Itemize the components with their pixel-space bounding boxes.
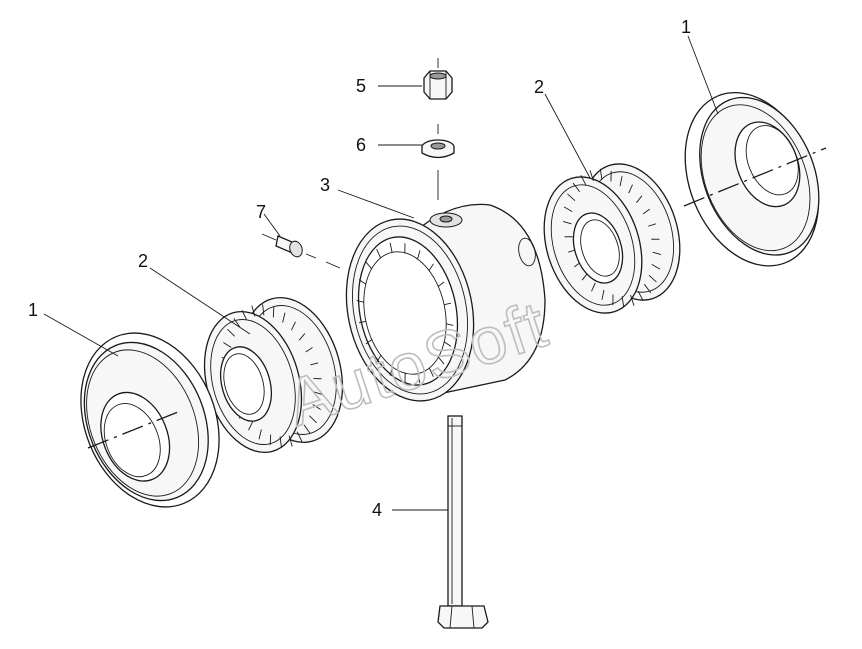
gear-tooth xyxy=(580,174,587,186)
right-side-gear xyxy=(543,163,681,314)
gear-tooth xyxy=(652,251,662,256)
left-cup-axis xyxy=(87,411,179,449)
gear-tooth xyxy=(309,415,317,424)
gear-tooth xyxy=(272,306,275,318)
callout-6: 6 xyxy=(356,135,366,155)
leader-2-left xyxy=(149,267,251,335)
gear-tooth xyxy=(648,274,657,283)
left-bearing-cup xyxy=(80,332,220,508)
callout-2-left: 2 xyxy=(138,251,148,271)
gear-tooth xyxy=(589,170,594,182)
gear-tooth xyxy=(562,220,572,225)
gear-tooth xyxy=(269,434,272,446)
leader-7 xyxy=(263,213,281,237)
gear-tooth xyxy=(591,282,596,292)
gear-tooth xyxy=(296,431,303,442)
gear-tooth xyxy=(599,168,603,180)
callout-1-left: 1 xyxy=(28,300,38,320)
callout-2-right: 2 xyxy=(534,77,544,97)
gear-tooth xyxy=(444,302,452,306)
gear-tooth xyxy=(443,341,452,347)
gear-tooth xyxy=(251,305,256,317)
gear-tooth xyxy=(601,289,605,300)
gear-tooth xyxy=(258,429,262,440)
gear-tooth xyxy=(233,318,241,328)
right-bearing-cup xyxy=(684,91,820,267)
differential-housing xyxy=(345,203,546,402)
leader-3 xyxy=(337,189,415,219)
gear-tooth xyxy=(567,193,576,202)
gear-tooth xyxy=(428,367,434,377)
gear-tooth xyxy=(446,323,454,326)
gear-tooth xyxy=(310,362,319,366)
callout-1-right: 1 xyxy=(681,17,691,37)
callout-5: 5 xyxy=(356,76,366,96)
bolt xyxy=(437,415,489,629)
gear-tooth xyxy=(563,206,573,212)
gear-tooth xyxy=(619,176,623,187)
washer xyxy=(421,124,455,200)
gear-tooth xyxy=(376,249,382,259)
gear-tooth xyxy=(428,263,434,271)
leader-1-right xyxy=(687,35,719,115)
housing-inner-splines xyxy=(356,242,454,384)
gear-tooth xyxy=(376,355,382,363)
gear-tooth xyxy=(303,424,311,434)
gear-tooth xyxy=(417,250,421,260)
callout-3: 3 xyxy=(320,175,330,195)
gear-tooth xyxy=(644,284,652,294)
gear-tooth xyxy=(312,404,321,410)
gear-tooth xyxy=(279,436,282,448)
nut xyxy=(423,58,453,100)
leader-1-left xyxy=(43,313,119,357)
gear-tooth xyxy=(648,223,656,227)
gear-tooth xyxy=(572,182,580,192)
gear-tooth xyxy=(248,421,253,431)
gear-tooth xyxy=(389,366,393,376)
gear-tooth xyxy=(288,435,293,447)
leader-2-right xyxy=(544,93,591,179)
gear-tooth xyxy=(365,339,373,345)
callout-4: 4 xyxy=(372,500,382,520)
right-gear-teeth xyxy=(562,168,662,308)
grease-fitting xyxy=(261,233,341,269)
left-gear-teeth xyxy=(221,304,323,448)
gear-tooth xyxy=(223,342,232,348)
callout-7: 7 xyxy=(256,202,266,222)
gear-tooth xyxy=(262,304,265,316)
gear-tooth xyxy=(651,264,661,270)
gear-tooth xyxy=(356,300,364,303)
gear-tooth xyxy=(389,242,393,253)
gear-tooth xyxy=(621,296,625,308)
gear-tooth xyxy=(227,328,235,337)
gear-tooth xyxy=(313,391,323,396)
left-side-gear xyxy=(203,296,344,454)
gear-tooth xyxy=(358,320,366,324)
gear-tooth xyxy=(282,312,286,323)
gear-tooth xyxy=(358,279,367,285)
right-cup-axis xyxy=(683,147,827,207)
gear-tooth xyxy=(437,281,445,287)
gear-tooth xyxy=(630,294,635,306)
gear-tooth xyxy=(628,184,633,194)
gear-tooth xyxy=(637,290,644,302)
gear-tooth xyxy=(642,208,651,215)
gear-tooth xyxy=(417,373,421,384)
gear-tooth xyxy=(291,321,296,331)
gear-tooth xyxy=(241,310,248,321)
gear-tooth xyxy=(298,333,306,341)
gear-tooth xyxy=(305,347,313,353)
gear-tooth xyxy=(365,261,372,270)
gear-tooth xyxy=(438,356,445,365)
gear-tooth xyxy=(636,195,643,203)
